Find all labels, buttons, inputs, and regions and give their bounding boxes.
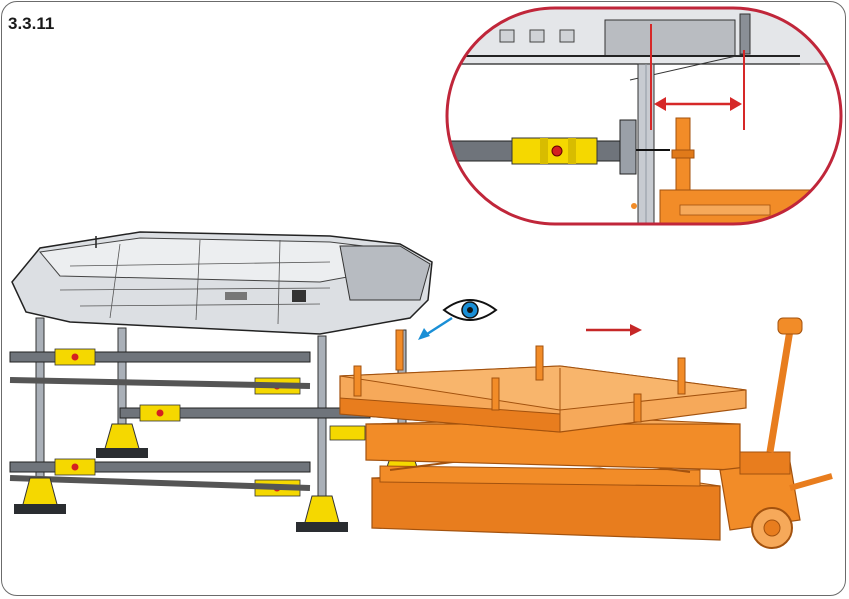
move-direction-arrow [586,324,642,336]
battery-pack [11,231,433,335]
detail-callout [445,6,843,226]
eye-icon [442,299,498,321]
strut-rods [9,348,371,497]
step-number: 3.3.11 [8,14,55,33]
view-indicator [418,299,498,340]
scissor-lift-table [339,317,833,549]
